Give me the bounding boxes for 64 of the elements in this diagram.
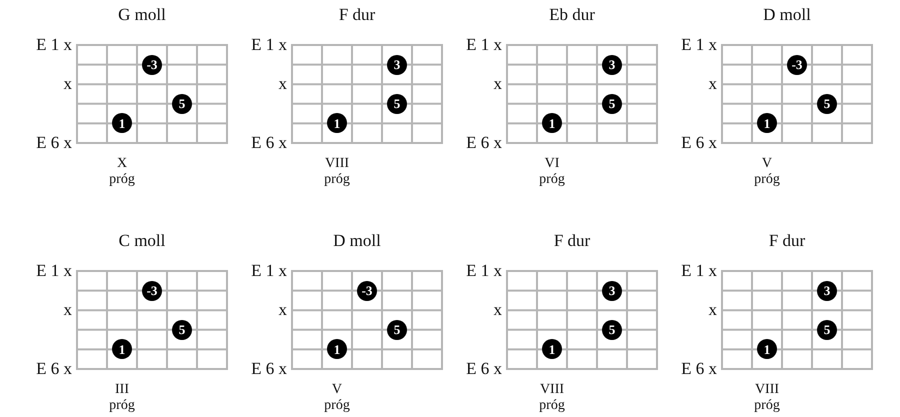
- finger-dot: 5: [172, 94, 192, 114]
- fret-position-label: VIII próg: [324, 156, 350, 188]
- chord-name: G moll: [118, 5, 166, 25]
- string-label: E 6 x: [251, 360, 287, 378]
- string-label: E 6 x: [251, 134, 287, 152]
- finger-dot: 1: [757, 113, 777, 134]
- fret-position-label: V próg: [324, 382, 350, 414]
- chord-name: F dur: [338, 5, 376, 25]
- finger-dot: 5: [387, 94, 407, 114]
- mute-mark: x: [494, 75, 502, 94]
- finger-dot: -3: [142, 280, 162, 301]
- finger-dot: 3: [817, 280, 837, 301]
- finger-dot: 5: [172, 320, 192, 340]
- string-label: E 1 x: [251, 36, 287, 54]
- string-label: E 6 x: [466, 360, 502, 378]
- string-label: E 6 x: [681, 134, 717, 152]
- string-label: E 1 x: [251, 262, 287, 280]
- mute-mark: x: [708, 75, 717, 94]
- finger-dot: 1: [112, 339, 132, 360]
- finger-dot: 1: [542, 339, 562, 360]
- chord-name: Eb dur: [549, 5, 595, 25]
- finger-dot: 3: [602, 280, 622, 301]
- string-label: E 6 x: [681, 360, 717, 378]
- string-label: E 6 x: [36, 134, 72, 152]
- mute-mark: x: [278, 75, 287, 94]
- fret-position-label: X próg: [109, 156, 135, 188]
- mute-mark: x: [64, 75, 72, 94]
- string-label: E 1 x: [466, 36, 502, 54]
- fret-position-label: VIII próg: [539, 382, 565, 414]
- mute-mark: x: [708, 301, 717, 320]
- finger-dot: -3: [787, 54, 807, 75]
- mute-mark: x: [64, 301, 72, 320]
- finger-dot: 1: [757, 339, 777, 360]
- string-label: E 1 x: [681, 36, 717, 54]
- string-label: E 1 x: [466, 262, 502, 280]
- string-label: E 6 x: [466, 134, 502, 152]
- finger-dot: 5: [602, 320, 622, 340]
- fret-position-label: V próg: [754, 156, 780, 188]
- finger-dot: -3: [357, 280, 377, 301]
- finger-dot: -3: [142, 54, 162, 75]
- chord-name: C moll: [118, 231, 166, 251]
- fret-position-label: VI próg: [539, 156, 565, 188]
- finger-dot: 1: [327, 113, 347, 134]
- chord-name: D moll: [333, 231, 381, 251]
- chord-name: F dur: [768, 231, 806, 251]
- fret-position-label: VIII próg: [754, 382, 780, 414]
- finger-dot: 5: [817, 320, 837, 340]
- finger-dot: 5: [817, 94, 837, 114]
- finger-dot: 3: [602, 54, 622, 75]
- string-label: E 1 x: [681, 262, 717, 280]
- string-label: E 1 x: [36, 36, 72, 54]
- finger-dot: 1: [327, 339, 347, 360]
- string-label: E 1 x: [36, 262, 72, 280]
- finger-dot: 5: [387, 320, 407, 340]
- finger-dot: 1: [112, 113, 132, 134]
- finger-dot: 1: [542, 113, 562, 134]
- finger-dot: 5: [602, 94, 622, 114]
- string-label: E 6 x: [36, 360, 72, 378]
- chord-name: F dur: [554, 231, 590, 251]
- mute-mark: x: [494, 301, 502, 320]
- mute-mark: x: [278, 301, 287, 320]
- fret-position-label: III próg: [109, 382, 135, 414]
- chord-name: D moll: [763, 5, 811, 25]
- finger-dot: 3: [387, 54, 407, 75]
